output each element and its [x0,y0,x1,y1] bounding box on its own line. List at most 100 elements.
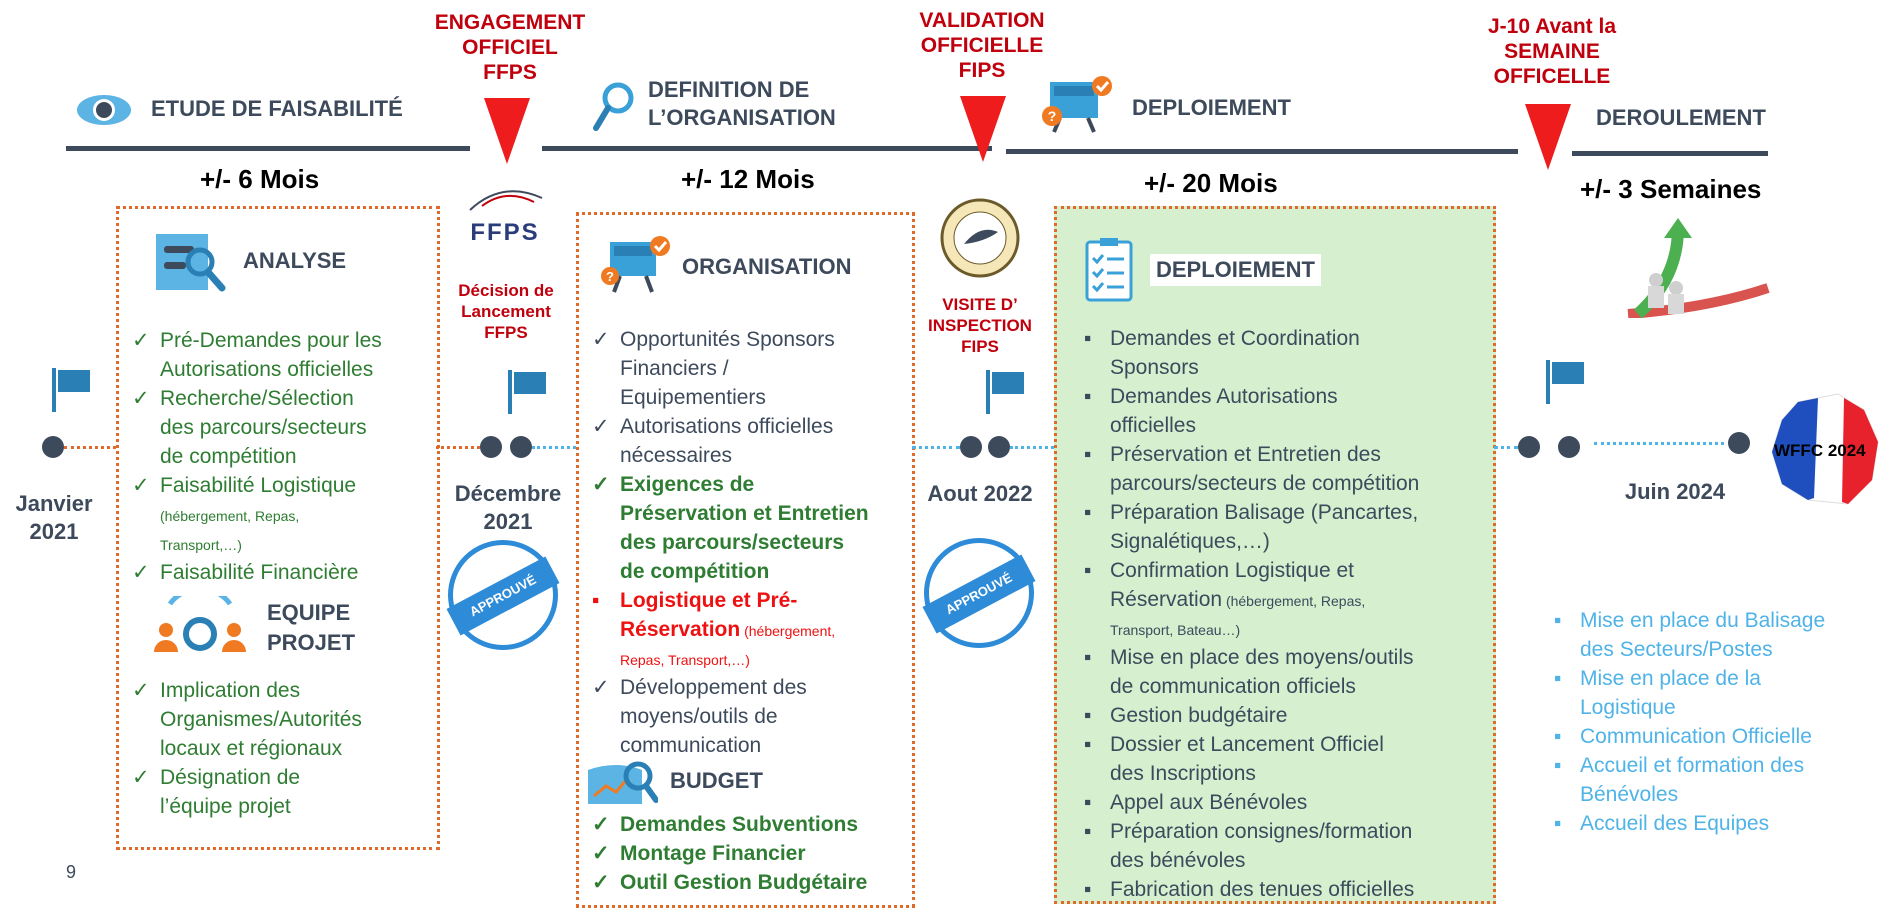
organisation-item-detail: Repas, Transport,…) [620,652,750,668]
milestone-validation-l2: OFFICIELLE [920,34,1044,57]
flag-icon [50,366,94,419]
flag-icon [506,368,550,421]
budget-chart-icon [586,756,659,813]
date-juin-2024: Juin 2024 [1624,479,1726,504]
timeline-dotted-line [1010,446,1054,449]
timeline-dotted-line [1494,446,1518,449]
approved-stamp-2: APPROUVÉ [922,538,1036,648]
analyse-item: Faisabilité Financière [130,558,430,587]
organisation-item-text: Réservation [620,618,741,641]
phase-definition-line1: DEFINITION DE [648,77,810,102]
deploiement-item-text: Signalétiques,…) [1110,530,1270,553]
deploiement-item-text: Préparation consignes/formation [1110,820,1413,843]
timeline-dotted-line [1594,442,1724,445]
analyse-item-text: de compétition [160,445,297,468]
fips-visite-l3: FIPS [961,337,999,356]
deroulement-item-text: des Secteurs/Postes [1580,638,1773,661]
timeline-dot [510,436,532,458]
milestone-j10-l1: J-10 Avant la [1488,15,1616,38]
milestone-j10-l3: OFFICELLE [1493,65,1611,88]
svg-text:?: ? [1048,108,1057,124]
organisation-item-text: Equipementiers [620,386,766,409]
equipe-item: Désignation del’équipe projet [130,763,430,821]
deploiement-item-detail: (hébergement, Repas, [1222,593,1366,609]
flag-icon [1544,358,1588,411]
organisation-item-text: communication [620,734,762,757]
milestone-engagement-l3: FFPS [483,61,537,84]
timeline-dotted-line [436,446,480,449]
milestone-j10-marker [1525,104,1571,170]
organisation-item-detail: (hébergement, [740,623,836,639]
fips-visite-l2: INSPECTION [928,316,1032,335]
milestone-validation-l1: VALIDATION [919,9,1045,32]
milestone-validation: VALIDATION OFFICIELLE FIPS [892,8,1072,83]
date-janvier-2021-l1: Janvier [15,491,93,516]
milestone-engagement-l1: ENGAGEMENT [434,11,586,34]
milestone-engagement: ENGAGEMENT OFFICIEL FFPS [420,10,600,85]
timeline-dotted-line [64,446,116,449]
approved-stamp-2-text: APPROUVÉ [922,554,1036,634]
analyse-item-detail: (hébergement, Repas, [160,508,300,524]
deroulement-item-text: Mise en place de la [1580,667,1761,690]
organisation-board-icon: ? [600,234,672,301]
phase-deroulement-line [1572,151,1768,156]
timeline-dot [1558,436,1580,458]
analyse-item-text: Faisabilité Logistique [160,474,357,497]
deploiement-item-text: des Inscriptions [1110,762,1256,785]
page-number: 9 [66,862,77,882]
phase-etude-label: ETUDE DE FAISABILITÉ [151,96,403,121]
organisation-item-text: des parcours/secteurs [620,531,845,554]
organisation-item-text: Logistique et Pré- [620,589,798,612]
duration-deroulement: +/- 3 Semaines [1580,174,1762,204]
approved-stamp-1-text: APPROUVÉ [446,556,560,636]
analyse-item-text: Recherche/Sélection [160,387,354,410]
wffc-label: WFFC 2024 [1774,441,1866,460]
deroulement-item-text: Mise en place du Balisage [1580,609,1826,632]
timeline-dot [1518,436,1540,458]
ffps-decision-l1: Décision de [458,281,554,300]
organisation-item-logistique: Logistique et Pré- Réservation (hébergeme… [590,586,920,673]
date-decembre-2021: Décembre 2021 [446,480,570,536]
phase-deroulement-label: DEROULEMENT [1596,105,1766,130]
flag-icon [984,368,1028,421]
phase-deploiement-line [1006,149,1518,154]
budget-title: BUDGET [670,768,763,793]
equipe-title-l2: PROJET [267,630,356,655]
checklist-icon [1084,236,1134,307]
phase-deploiement-label: DEPLOIEMENT [1132,95,1291,120]
organisation-item-text: Autorisations officielles [620,415,834,438]
analyse-item: Faisabilité Logistique (hébergement, Repa… [130,471,430,558]
duration-deploiement: +/- 20 Mois [1144,168,1278,198]
deploiement-box-title: DEPLOIEMENT [1150,254,1321,286]
deroulement-item-text: Communication Officielle [1580,725,1812,748]
milestone-validation-marker [960,96,1006,162]
equipe-item-text: Désignation de [160,766,301,789]
milestone-validation-l3: FIPS [958,59,1006,82]
analyse-item-text: Faisabilité Financière [160,561,359,584]
deploiement-item-text: Fabrication des tenues officielles [1110,878,1415,901]
timeline-dot [42,436,64,458]
ffps-logo: FFPS [462,186,548,245]
organisation-title: ORGANISATION [682,254,852,279]
team-icon [150,586,250,665]
budget-item: Outil Gestion Budgétaire [590,868,920,897]
deploiement-item-text: Gestion budgétaire [1110,704,1288,727]
eye-icon [76,92,132,133]
phase-definition-label: DEFINITION DE L’ORGANISATION [648,76,836,132]
date-decembre-2021-l1: Décembre [454,481,562,506]
deroulement-item: Mise en place du Balisage des Secteurs/Po… [1550,606,1880,664]
phase-definition-line [542,146,992,151]
date-janvier-2021-l2: 2021 [29,519,79,544]
magnifier-icon [592,82,634,137]
deploiement-item: Préparation Balisage (Pancartes,Signalét… [1080,498,1490,556]
organisation-item-text: de compétition [620,560,770,583]
